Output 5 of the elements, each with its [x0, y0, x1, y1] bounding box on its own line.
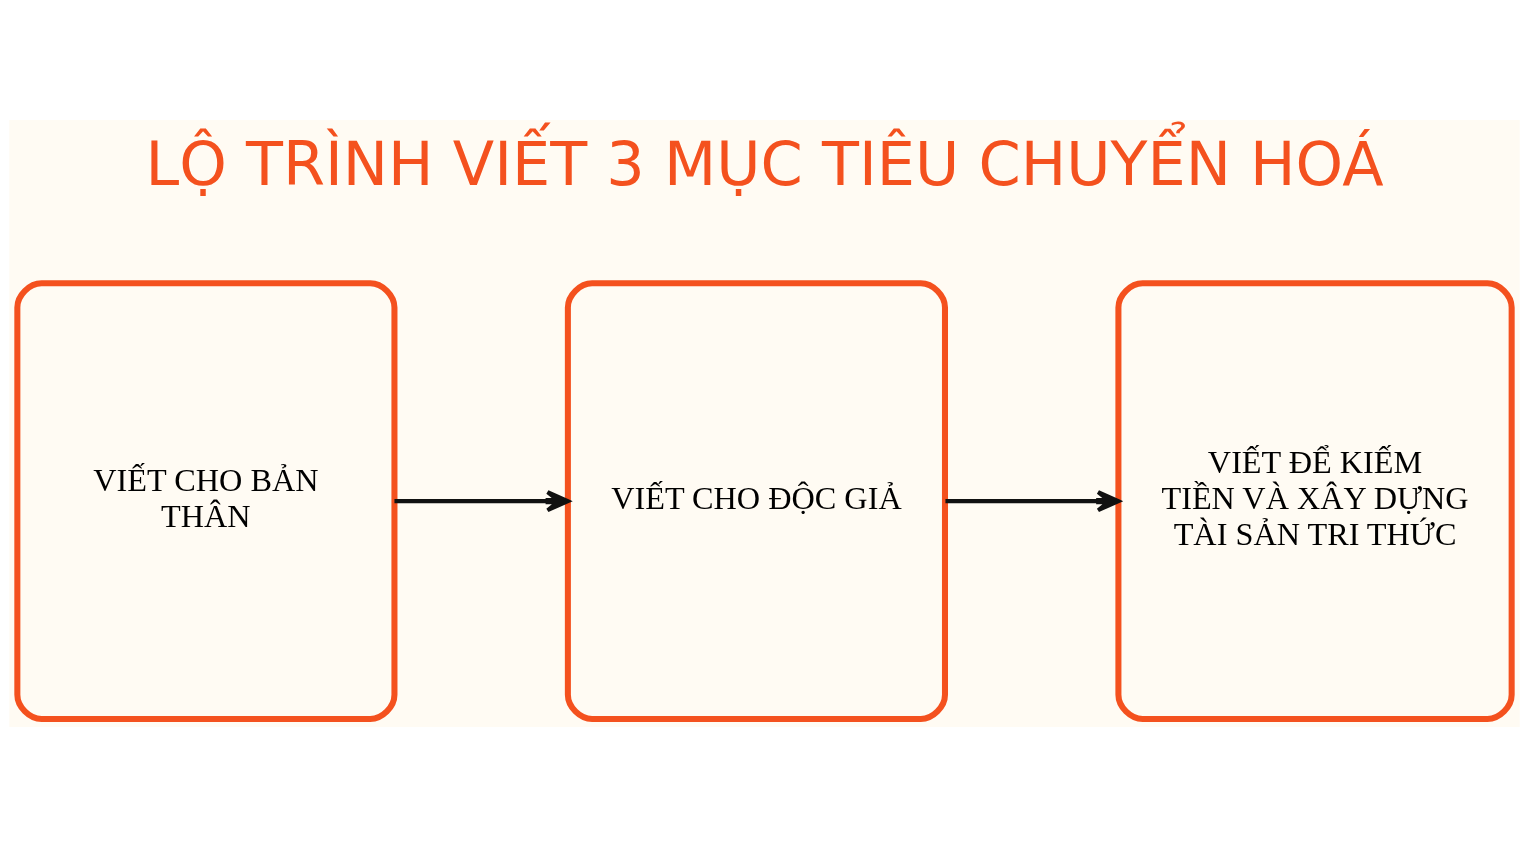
node-box: VIẾT ĐỂ KIẾM TIỀN VÀ XÂY DỰNG TÀI SẢN TRI THỨC	[1114, 279, 1515, 722]
arrow	[944, 489, 1120, 512]
node-box: VIẾT CHO ĐỘC GIẢ	[564, 279, 948, 722]
arrow	[393, 489, 570, 512]
node-box: VIẾT CHO BẢN THÂN	[13, 279, 397, 722]
